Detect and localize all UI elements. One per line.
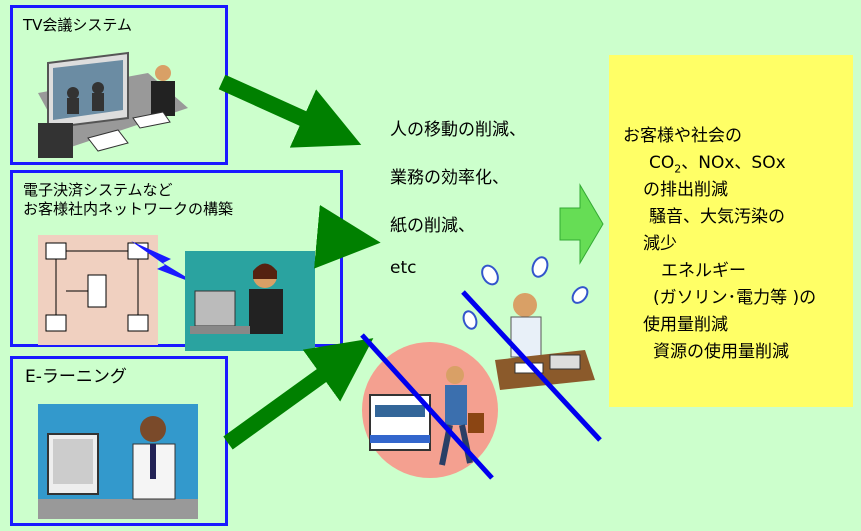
result-line-gasoline: (ガソリン･電力等 )の [653,288,817,308]
effect-etc: etc [390,258,417,278]
result-line-emissions: CO2、NOx、SOx [649,148,786,175]
result-line-reduction: の排出削減 [643,180,728,200]
e-learning-clipart [38,404,198,519]
e-learning-box: E‐ラーニング [10,356,228,526]
tv-conference-clipart [38,51,188,158]
nox-sox-label: 、NOx、SOx [681,153,786,173]
arrow-elearning-to-effects [223,338,374,450]
result-line-resources: 資源の使用量削減 [653,342,789,362]
stressed-worker-clipart [462,256,595,390]
arrow-network-to-effects [314,204,381,269]
co2-label: CO [649,153,675,173]
effect-reduce-paper: 紙の削減、 [390,216,475,236]
result-line-customers: お客様や社会の [623,126,742,146]
result-line-decrease: 減少 [643,234,677,254]
tv-conference-box: TV会議システム [10,5,228,165]
e-learning-title: E‐ラーニング [25,367,127,387]
lightning-icon [131,241,201,286]
payment-network-title: 電子決済システムなど お客様社内ネットワークの構築 [23,181,234,218]
office-worker-clipart [185,251,315,351]
tv-conference-title: TV会議システム [23,16,132,34]
effect-reduce-travel: 人の移動の削減、 [390,120,526,140]
network-clipart [38,235,158,345]
results-box: お客様や社会の CO2、NOx、SOx の排出削減 騒音、大気汚染の 減少 エネ… [609,55,853,407]
effect-efficiency: 業務の効率化、 [390,168,509,188]
result-line-usage: 使用量削減 [643,315,728,335]
strike-line-travel [360,333,494,480]
co2-subscript: 2 [674,162,682,176]
result-line-energy: エネルギー [661,261,746,281]
payment-network-box: 電子決済システムなど お客様社内ネットワークの構築 [10,170,343,351]
arrow-tv-to-effects [218,74,362,148]
block-arrow-to-results [559,183,604,265]
result-line-noise: 騒音、大気汚染の [649,207,785,227]
strike-line-worker [461,290,602,442]
